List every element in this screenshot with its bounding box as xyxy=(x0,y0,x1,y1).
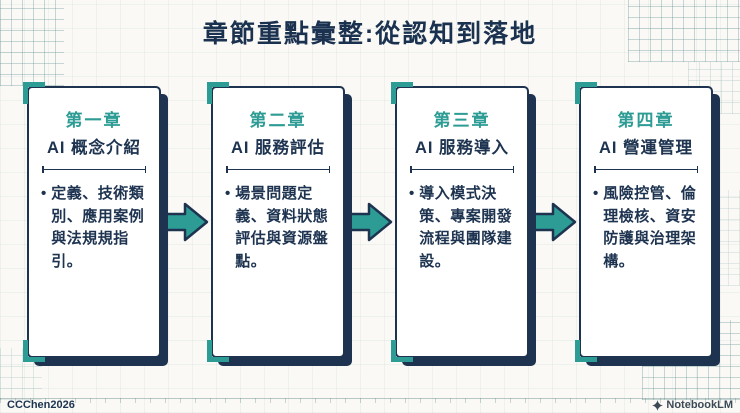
chapter-card-4: 第四章 AI 營運管理 • 風險控管、倫理檢核、資安防護與治理架構。 xyxy=(575,82,713,362)
bullet-item: • 導入模式決策、專案開發流程與團隊建設。 xyxy=(397,170,527,273)
brand-attribution: NotebookLM xyxy=(652,399,733,411)
arrow-right-icon xyxy=(531,202,577,242)
credit-text: CCChen2026 xyxy=(7,399,75,411)
chapter-label: 第二章 xyxy=(249,111,307,130)
flow-arrow xyxy=(163,200,209,244)
flow-arrow xyxy=(347,200,393,244)
slide-title: 章節重點彙整:從認知到落地 xyxy=(202,20,538,48)
arrow-right-icon xyxy=(163,202,209,242)
card-title: AI 服務導入 xyxy=(414,139,510,157)
corner-bracket-icon xyxy=(23,340,45,362)
corner-bracket-icon xyxy=(391,82,413,104)
divider xyxy=(594,166,698,173)
card-title: AI 服務評估 xyxy=(230,139,326,157)
bullet-dot: • xyxy=(409,185,415,202)
flow-arrow xyxy=(531,200,577,244)
notebooklm-icon xyxy=(652,399,664,411)
divider xyxy=(42,166,146,173)
corner-bracket-icon xyxy=(391,340,413,362)
card-title: AI 概念介紹 xyxy=(46,139,142,157)
ruler-line xyxy=(0,398,740,403)
corner-bracket-icon xyxy=(575,82,597,104)
corner-bracket-icon xyxy=(207,340,229,362)
chapter-label: 第一章 xyxy=(65,111,123,130)
bullet-item: • 場景問題定義、資料狀態評估與資源盤點。 xyxy=(213,170,343,273)
bullet-text: 場景問題定義、資料狀態評估與資源盤點。 xyxy=(235,185,329,270)
chapter-flow-diagram: 第一章 AI 概念介紹 • 定義、技術類別、應用案例與法規規指引。 第二章 AI… xyxy=(23,82,713,362)
bullet-item: • 風險控管、倫理檢核、資安防護與治理架構。 xyxy=(581,170,711,273)
bullet-dot: • xyxy=(225,185,231,202)
chapter-card-1: 第一章 AI 概念介紹 • 定義、技術類別、應用案例與法規規指引。 xyxy=(23,82,161,362)
bullet-item: • 定義、技術類別、應用案例與法規規指引。 xyxy=(29,170,159,273)
bullet-text: 風險控管、倫理檢核、資安防護與治理架構。 xyxy=(603,185,697,270)
arrow-right-icon xyxy=(347,202,393,242)
divider xyxy=(226,166,330,173)
card-title: AI 營運管理 xyxy=(598,139,694,157)
bullet-dot: • xyxy=(41,185,47,202)
divider xyxy=(410,166,514,173)
corner-bracket-icon xyxy=(575,340,597,362)
chapter-card-2: 第二章 AI 服務評估 • 場景問題定義、資料狀態評估與資源盤點。 xyxy=(207,82,345,362)
bullet-text: 導入模式決策、專案開發流程與團隊建設。 xyxy=(419,185,513,270)
chapter-label: 第三章 xyxy=(433,111,491,130)
chapter-label: 第四章 xyxy=(617,111,675,130)
brand-label: NotebookLM xyxy=(666,399,733,411)
corner-bracket-icon xyxy=(23,82,45,104)
corner-bracket-icon xyxy=(207,82,229,104)
chapter-card-3: 第三章 AI 服務導入 • 導入模式決策、專案開發流程與團隊建設。 xyxy=(391,82,529,362)
bullet-text: 定義、技術類別、應用案例與法規規指引。 xyxy=(51,185,145,270)
bullet-dot: • xyxy=(593,185,599,202)
